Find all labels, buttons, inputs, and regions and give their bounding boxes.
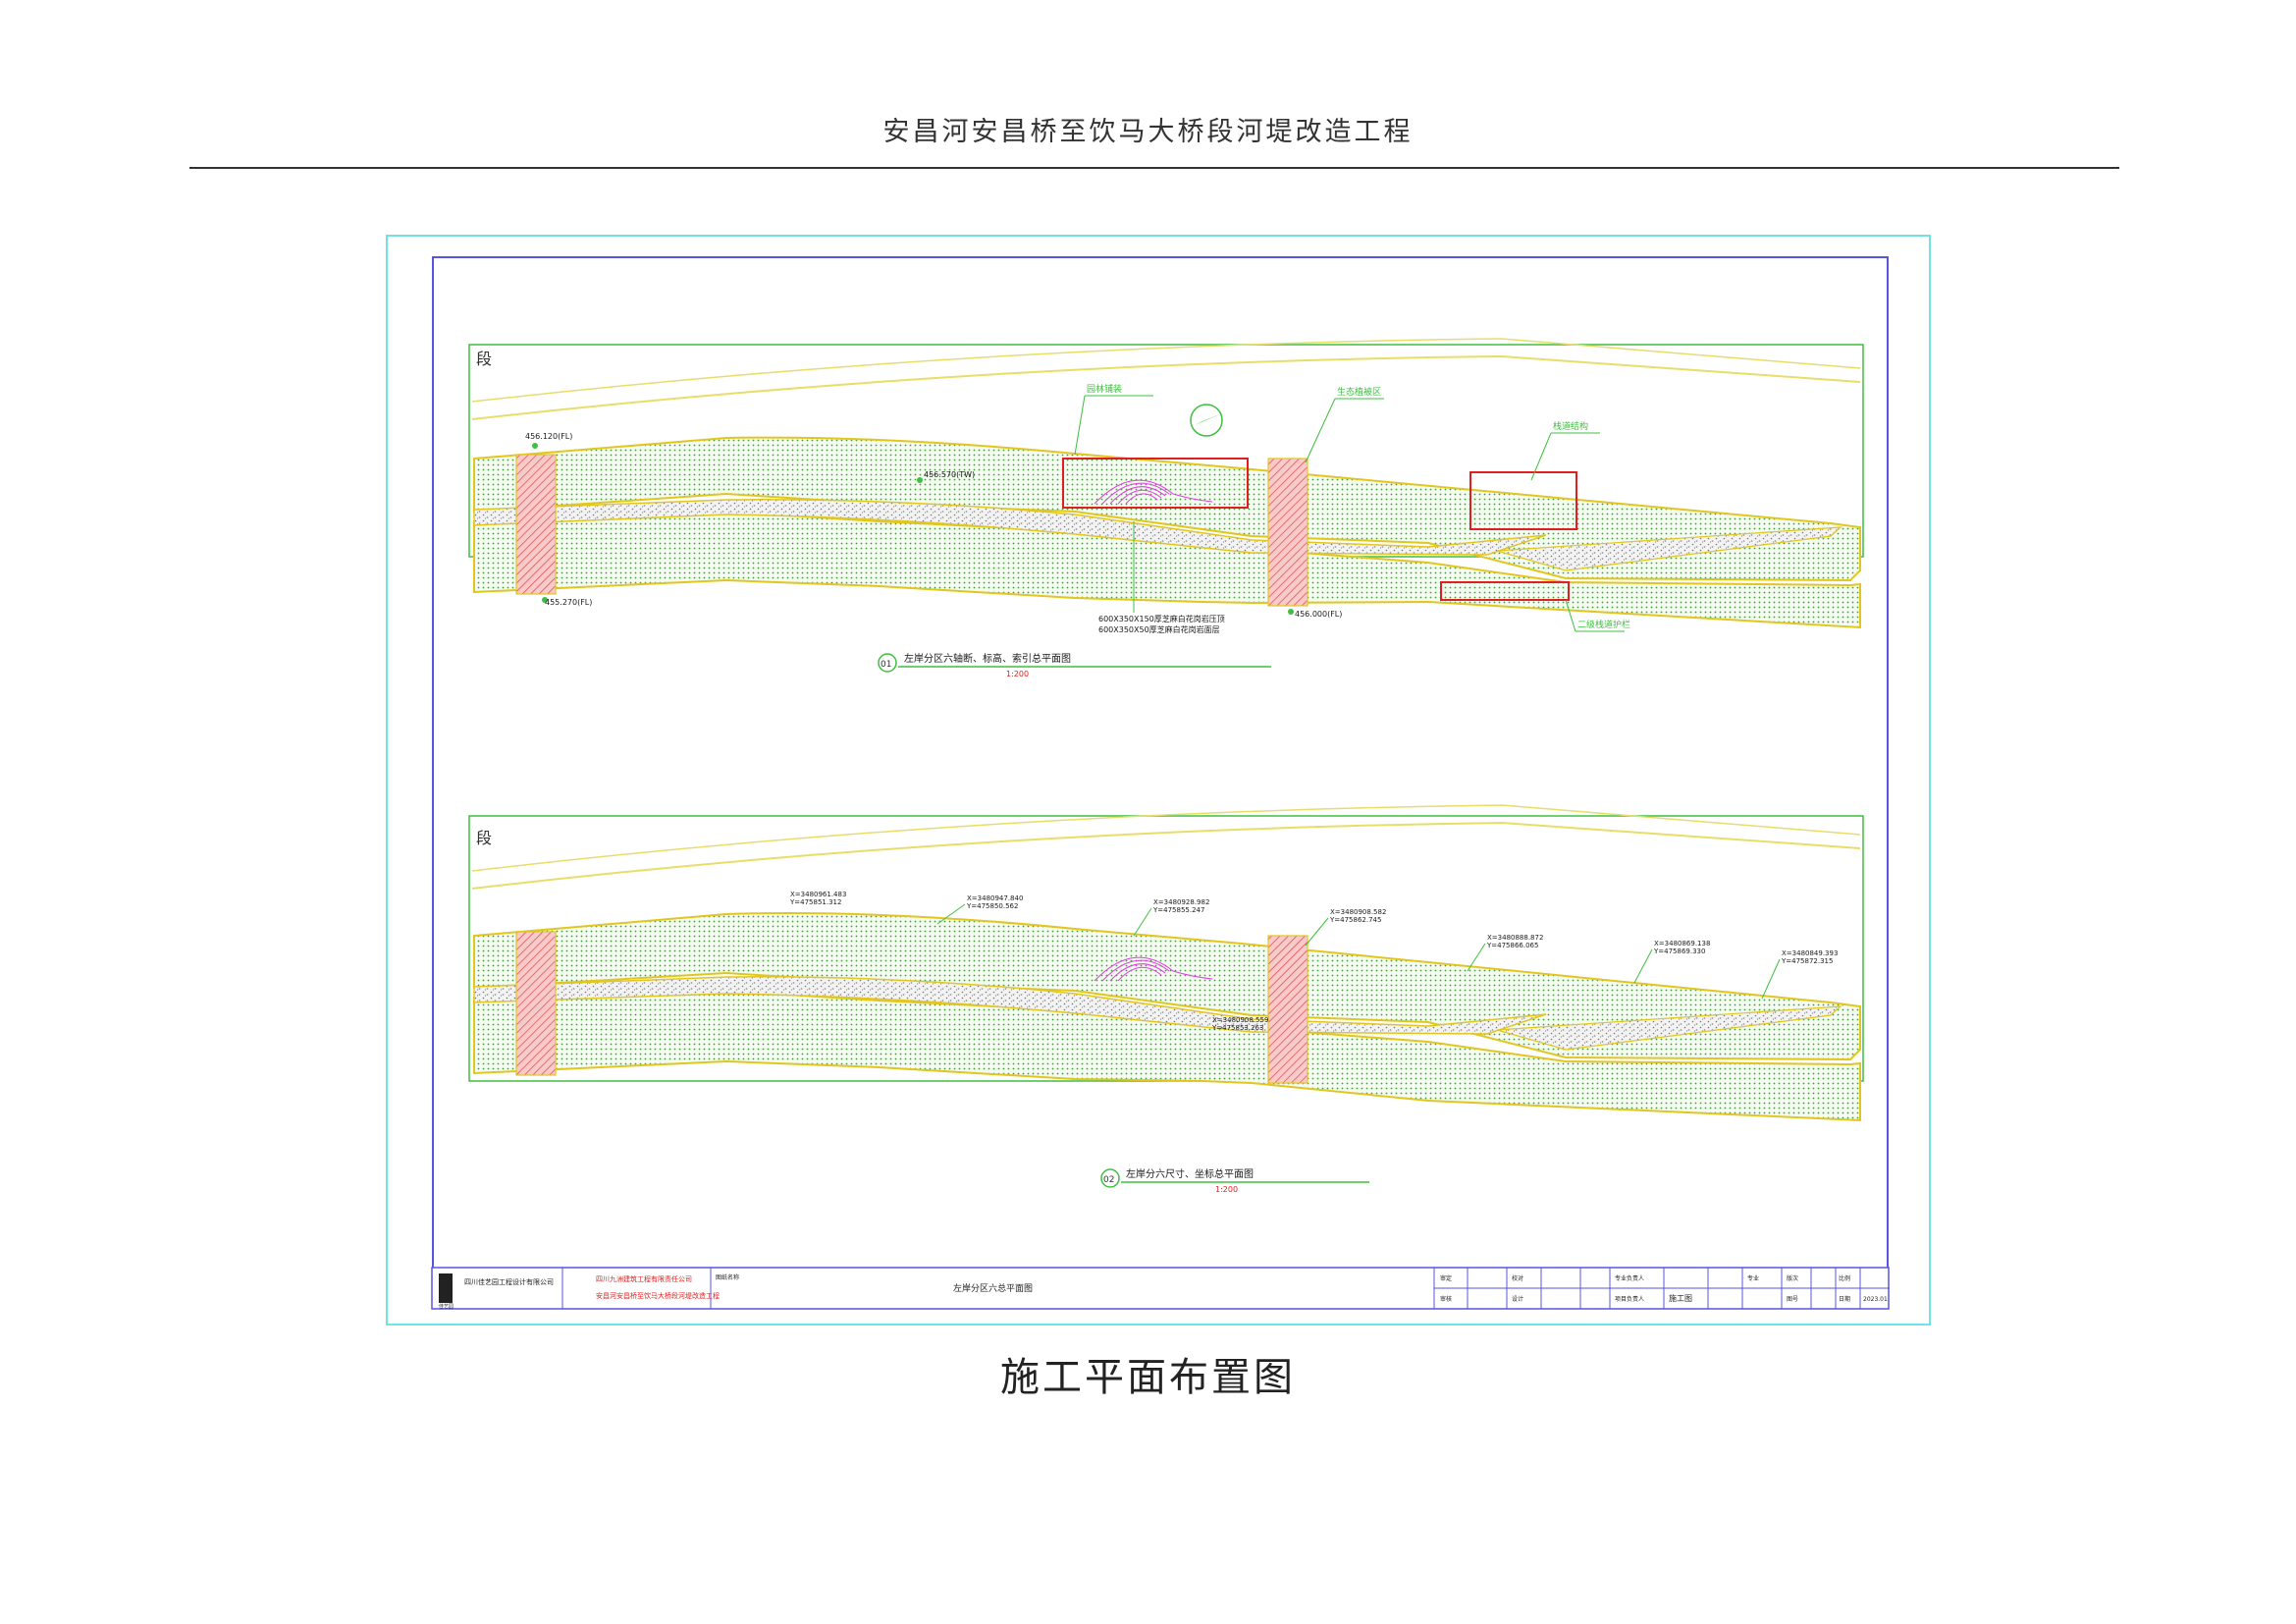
coord-3y: Y=475862.745 [1329, 916, 1381, 924]
elev-mid-upper: 456.570(TW) [924, 470, 975, 479]
elev-bottom-left: 455.270(FL) [545, 598, 592, 607]
tb-label-7: 设计 [1512, 1295, 1523, 1303]
note-bottom-2: 600X350X50厚芝麻白花岗岩面层 [1098, 624, 1220, 634]
drawing-sheet: 园林铺装 生态植被区 栈道结构 二级栈道护栏 456.120(FL) 455.2… [386, 235, 1931, 1326]
plan-02-coordinates: X=3480947.840 Y=475850.562 X=3480928.982… [789, 891, 1838, 1032]
plan-02-leaders [936, 903, 1781, 1000]
document-header-title: 安昌河安昌桥至饮马大桥段河堤改造工程 [882, 117, 1414, 147]
plan-01-road-edge-outer [471, 338, 1861, 403]
tb-label-6: 审核 [1440, 1295, 1452, 1303]
header-rule [189, 167, 2119, 169]
coord-7y: Y=475872.315 [1781, 957, 1833, 965]
coord-6: X=3480869.138 [1654, 940, 1710, 947]
construction-company-name: 四川九洲建筑工程有限责任公司 [596, 1274, 692, 1283]
plan-02-title-block: 02 左岸分六尺寸、坐标总平面图 1:200 [1100, 1167, 1369, 1194]
tb-label-4: 版次 [1787, 1274, 1798, 1282]
plan-01-elevations: 456.120(FL) 455.270(FL) 456.000(FL) 456.… [525, 432, 1342, 619]
plan-02-sculpture-contours [1094, 956, 1213, 982]
tb-label-11: 施工图 [1669, 1293, 1692, 1303]
title-block-grid [1433, 1268, 1890, 1309]
plan-01-highlight-box-2 [1469, 471, 1577, 530]
coord-1y: Y=475850.562 [966, 902, 1018, 910]
site-plan-drawing: 园林铺装 生态植被区 栈道结构 二级栈道护栏 456.120(FL) 455.2… [431, 338, 1890, 1310]
plan-01-path-branch [1496, 526, 1842, 571]
tb-label-5: 比例 [1839, 1274, 1850, 1282]
tb-label-1: 校对 [1512, 1274, 1523, 1282]
plan-01-paving-strip-mid [1267, 458, 1308, 607]
tb-date: 2023.01 [1863, 1296, 1888, 1303]
tb-label-10: 日期 [1839, 1295, 1850, 1303]
figure-caption: 施工平面布置图 [1000, 1355, 1296, 1400]
callout-label-4: 二级栈道护栏 [1577, 619, 1630, 630]
project-name: 安昌河安昌桥至饮马大桥段河堤改造工程 [596, 1291, 720, 1300]
coord-8: X=3480908.559 [1212, 1016, 1268, 1024]
coord-7: X=3480849.393 [1782, 949, 1838, 957]
coord-2y: Y=475855.247 [1152, 906, 1204, 914]
coord-5: X=3480888.872 [1487, 934, 1543, 942]
company-logo-text: 佳艺园 [439, 1303, 454, 1310]
plan-01-section-char: 段 [476, 350, 492, 368]
plan-02-number: 02 [1103, 1175, 1114, 1185]
coord-4y: Y=475851.312 [789, 898, 841, 906]
coord-1: X=3480947.840 [967, 894, 1023, 902]
plan-02-scale: 1:200 [1215, 1185, 1238, 1194]
plan-01-highlight-box-1 [1062, 458, 1249, 509]
plan-01-path [473, 499, 1547, 556]
elev-mid-right: 456.000(FL) [1295, 610, 1342, 619]
plan-01-sculpture-contours [1094, 479, 1213, 505]
plan-01-paving-strip-left [515, 454, 557, 595]
plan-02-path [473, 976, 1547, 1035]
callout-label-1: 园林铺装 [1087, 383, 1122, 395]
drawing-name-label: 图纸名称 [716, 1273, 739, 1281]
plan-01-highlight-box-3 [1440, 581, 1570, 601]
plan-01: 园林铺装 生态植被区 栈道结构 二级栈道护栏 456.120(FL) 455.2… [468, 338, 1864, 678]
north-arrow [1190, 404, 1223, 437]
drawing-name: 左岸分区六总平面图 [953, 1282, 1033, 1294]
note-bottom-1: 600X350X150厚芝麻白花岗岩压顶 [1098, 614, 1225, 623]
plan-01-road-edge [471, 354, 1861, 420]
coord-6y: Y=475869.330 [1653, 947, 1705, 955]
plan-01-scale: 1:200 [1006, 670, 1029, 678]
callout-label-3: 栈道结构 [1553, 420, 1588, 432]
plan-02-road-edge [471, 821, 1861, 890]
plan-02-paving-strip-mid [1267, 935, 1308, 1084]
tb-label-2: 专业负责人 [1615, 1274, 1644, 1282]
coord-5y: Y=475866.065 [1486, 942, 1538, 949]
callout-label-2: 生态植被区 [1337, 386, 1381, 398]
plan-01-title: 左岸分区六轴断、标高、索引总平面图 [904, 652, 1071, 665]
sheet-title-block: 佳艺园 四川佳艺园工程设计有限公司 四川九洲建筑工程有限责任公司 安昌河安昌桥至… [431, 1267, 1890, 1310]
plan-02-road-edge-outer [471, 804, 1861, 872]
plan-02-path-branch [1496, 1005, 1842, 1051]
title-block-labels: 审定 校对 专业负责人 专业 版次 比例 审核 设计 项目负责人 图号 日期 施… [1440, 1274, 1888, 1303]
tb-label-0: 审定 [1440, 1274, 1452, 1282]
coord-2: X=3480928.982 [1153, 898, 1209, 906]
plan-01-notes: 600X350X150厚芝麻白花岗岩压顶 600X350X50厚芝麻白花岗岩面层 [1098, 521, 1225, 634]
plan-02: X=3480947.840 Y=475850.562 X=3480928.982… [468, 804, 1864, 1194]
company-logo-mark [439, 1273, 453, 1303]
coord-8y: Y=475853.263 [1211, 1024, 1263, 1032]
tb-label-9: 图号 [1787, 1296, 1798, 1303]
tb-label-3: 专业 [1747, 1274, 1759, 1282]
plan-01-title-block: 01 左岸分区六轴断、标高、索引总平面图 1:200 [878, 652, 1271, 678]
plan-01-callouts: 园林铺装 生态植被区 栈道结构 二级栈道护栏 [1074, 383, 1630, 632]
coord-3: X=3480908.582 [1330, 908, 1386, 916]
plan-02-section-char: 段 [476, 829, 492, 847]
plan-01-number: 01 [881, 660, 891, 670]
tb-label-8: 项目负责人 [1615, 1295, 1644, 1303]
elev-top-left: 456.120(FL) [525, 432, 572, 441]
plan-02-paving-strip-left [515, 931, 557, 1076]
coord-4: X=3480961.483 [790, 891, 846, 898]
design-company-name: 四川佳艺园工程设计有限公司 [464, 1277, 554, 1286]
plan-02-title: 左岸分六尺寸、坐标总平面图 [1126, 1167, 1254, 1180]
